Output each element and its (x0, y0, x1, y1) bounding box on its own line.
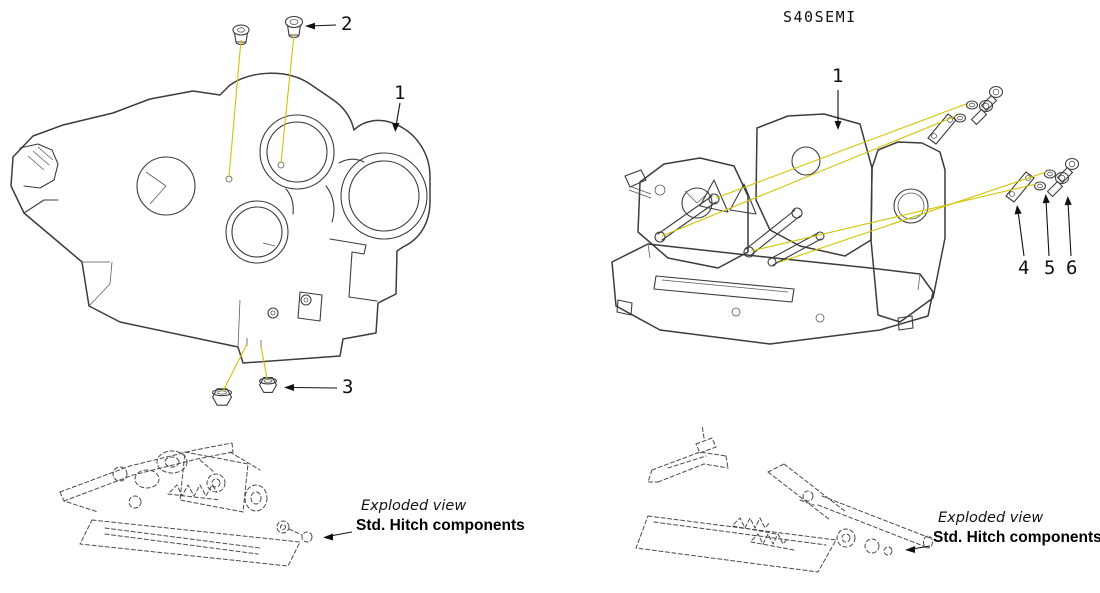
callout-left-2: 2 (341, 13, 353, 35)
callout-left-1: 1 (394, 82, 406, 104)
left-assembly-drawing (10, 72, 431, 364)
left-nuts-item3 (211, 377, 278, 406)
right-hardware-lower-group (1005, 157, 1080, 203)
callout-right-4: 4 (1018, 257, 1030, 279)
left-main-plate-outline (10, 72, 431, 364)
right-hardware-upper-group (927, 85, 1004, 145)
callout-left-3: 3 (342, 376, 354, 398)
right-base-frame (611, 243, 934, 345)
exploded-view-right-pointer (905, 545, 931, 553)
link-plate-item4 (1005, 171, 1035, 203)
exploded-view-left-drawing (59, 442, 313, 567)
exploded-view-left-pointer (323, 531, 353, 541)
left-leader-lines (222, 33, 295, 392)
right-side-plate (870, 141, 946, 323)
left-screws-item2 (232, 15, 304, 46)
exploded-view-right-drawing (635, 424, 933, 573)
right-callout-arrows (834, 90, 1072, 257)
right-assembly-drawing (611, 113, 946, 345)
right-front-plate (637, 157, 749, 269)
left-exploded-view-caption: Exploded view (361, 498, 467, 514)
right-leader-lines (661, 103, 1047, 263)
right-exploded-view-caption: Exploded view (938, 510, 1044, 526)
callout-right-5: 5 (1044, 257, 1056, 279)
right-middle-plate (755, 113, 873, 257)
callout-right-1: 1 (832, 65, 844, 87)
left-callout-arrows (284, 22, 401, 391)
washer-item5 (1033, 181, 1047, 191)
left-std-hitch-caption: Std. Hitch components (356, 517, 525, 534)
right-std-hitch-caption: Std. Hitch components (933, 529, 1100, 546)
callout-right-6: 6 (1066, 257, 1078, 279)
model-title: S40SEMI (783, 8, 857, 26)
